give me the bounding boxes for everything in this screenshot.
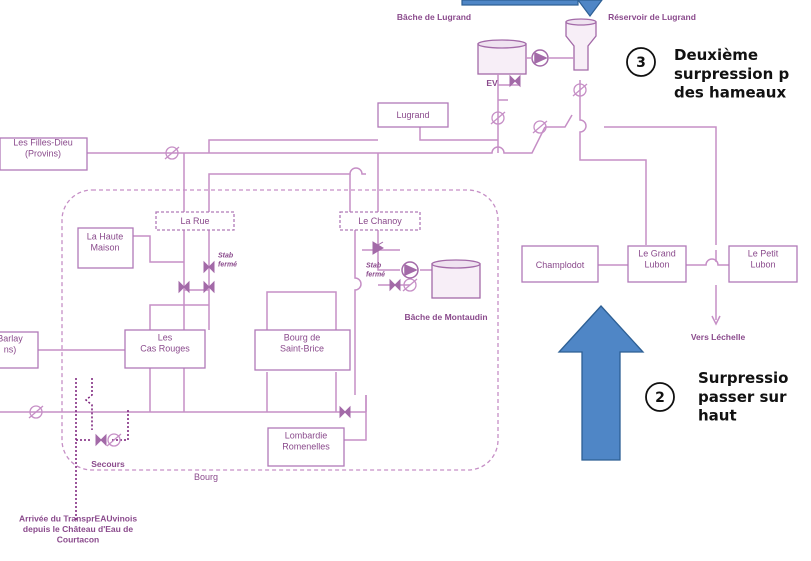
label-lugrand: Lugrand (396, 110, 429, 120)
box-les-cas-rouges (124, 329, 206, 369)
label-le-chanoy: Le Chanoy (358, 216, 402, 226)
gate-valves (95, 74, 521, 447)
vers-lechelle-arrow (711, 315, 721, 326)
valve-reservoir (572, 83, 588, 97)
annotation-number-2: 2 (655, 390, 665, 406)
pump-lugrand (531, 49, 549, 67)
box-lombardie (267, 427, 345, 467)
gate-valve-secours (95, 433, 107, 447)
pipes (0, 80, 729, 441)
valve-montaudin (402, 278, 418, 292)
pumps (401, 49, 549, 279)
label-bourg: Bourg (194, 472, 218, 482)
gate-valve-bottom (339, 405, 351, 419)
box-bourg-saint-brice (254, 329, 351, 371)
box-lugrand (377, 102, 449, 128)
box-champlodot (521, 245, 599, 283)
box-barlay (0, 331, 39, 369)
valve-filles-dieu (164, 146, 180, 160)
bache-lugrand-tank (477, 39, 527, 75)
big-up-arrow (557, 305, 645, 461)
label-la-rue: La Rue (180, 216, 209, 226)
label-champlodot: Champlodot (536, 260, 585, 270)
label-bache-montaudin: Bâche de Montaudin (404, 312, 487, 322)
label-bache-lugrand: Bâche de Lugrand (397, 12, 471, 22)
gate-valve-chanoy-2 (389, 278, 401, 292)
secours-dotted-lines (75, 378, 129, 520)
annotation-circle-3 (626, 47, 656, 77)
annotation-number-3: 3 (636, 55, 646, 71)
box-le-grand-lubon (627, 245, 687, 283)
annotation-circle-2 (645, 382, 675, 412)
valve-left (28, 405, 44, 419)
valve-lugrand-2 (532, 120, 548, 134)
box-la-rue (155, 211, 235, 231)
box-les-filles-dieu (0, 137, 88, 171)
valves (28, 83, 588, 447)
gate-valve-ev (509, 74, 521, 88)
bourg-zone-boundary (61, 189, 499, 471)
label-reservoir-lugrand: Réservoir de Lugrand (608, 12, 696, 22)
label-les-filles-dieu: Les Filles-Dieu(Provins) (13, 137, 73, 158)
label-vers-lechelle: Vers Léchelle (691, 332, 746, 342)
gate-valve-larue-1 (178, 280, 190, 294)
tank-pipes (497, 57, 574, 90)
box-le-chanoy (339, 211, 421, 231)
box-le-petit-lubon (728, 245, 798, 283)
pump-montaudin (401, 261, 419, 279)
box-la-haute-maison (77, 227, 134, 269)
top-blue-arrow (461, 0, 603, 17)
valve-secours (106, 433, 122, 447)
boxes (0, 102, 798, 467)
gate-valve-chanoy-1 (372, 241, 384, 255)
tanks (431, 18, 597, 299)
label-ev: EV (486, 78, 498, 88)
gate-valve-larue-2 (203, 280, 215, 294)
gate-valve-larue-3 (203, 260, 215, 274)
reservoir-lugrand-tower (565, 18, 597, 71)
valve-lugrand-1 (490, 111, 506, 125)
label-secours: Secours (91, 459, 125, 469)
bache-montaudin-tank (431, 259, 481, 299)
